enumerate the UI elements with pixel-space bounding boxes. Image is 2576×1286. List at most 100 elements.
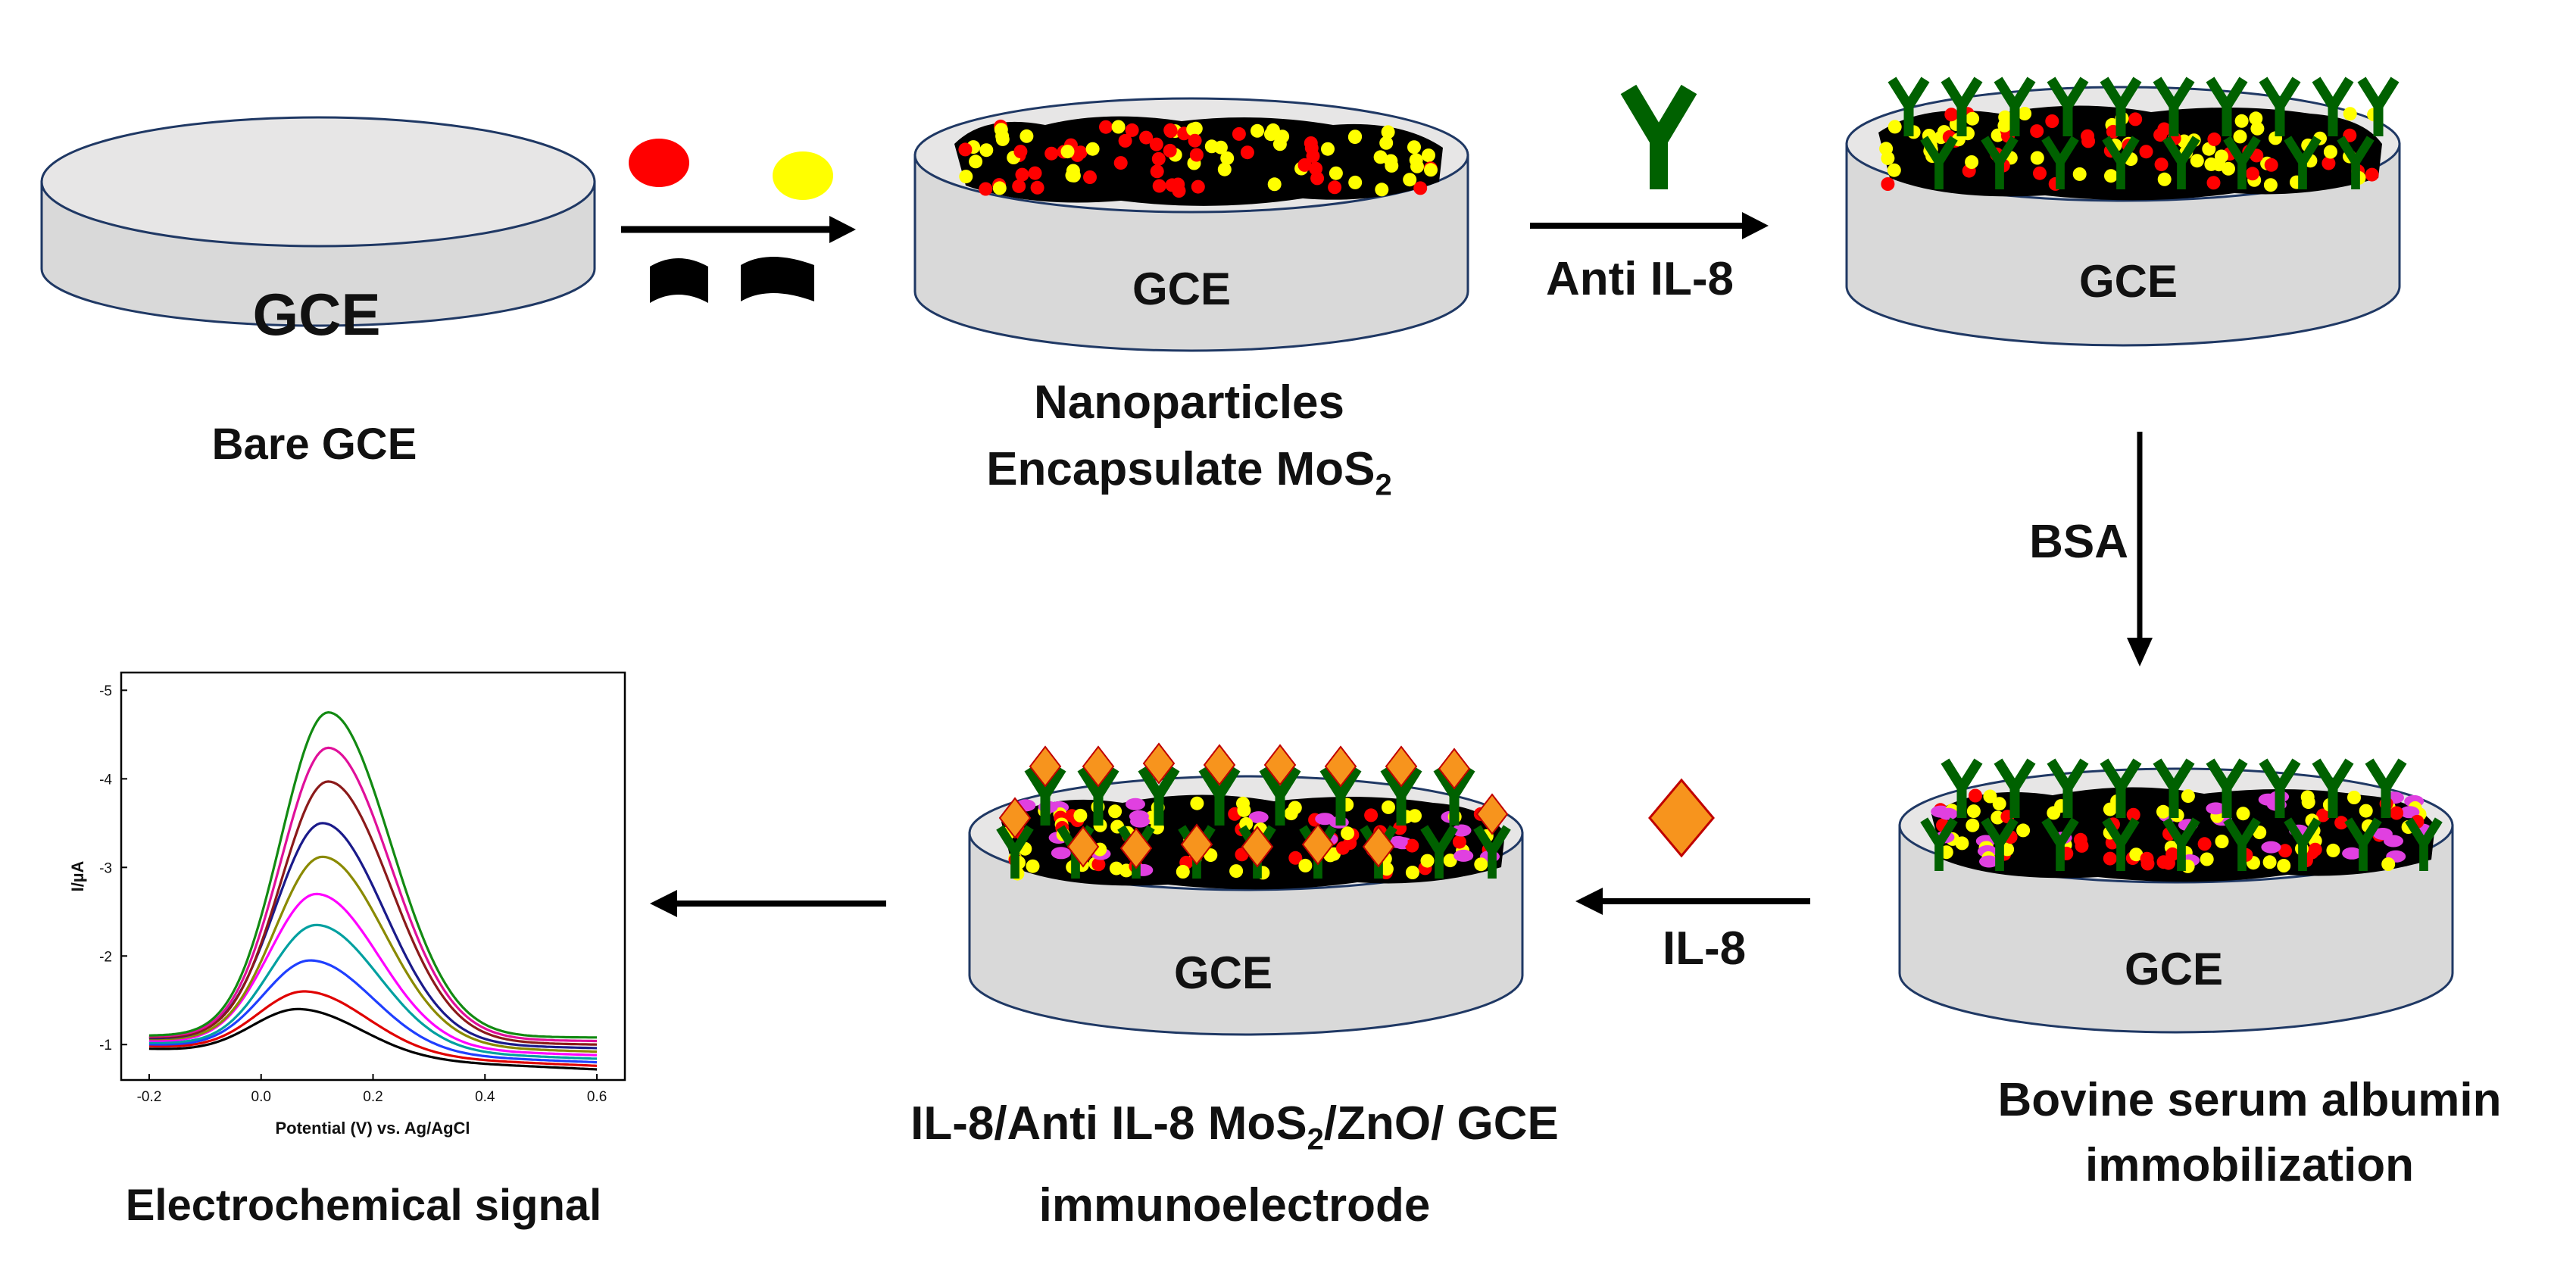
bsa-caption-line2: immobilization [2085, 1139, 2414, 1191]
il8-antigen [1029, 745, 1062, 788]
nanoparticle-dot [1992, 797, 2006, 811]
chart-ylabel: I/µA [68, 860, 87, 891]
nanoparticle-dot [1204, 139, 1219, 154]
nanoparticle-dot [1297, 158, 1312, 172]
nanoparticle-dot [979, 143, 994, 158]
nanoparticle-dot [1336, 841, 1350, 855]
bsa-particle [1979, 855, 1999, 868]
nanoparticle-dot [1321, 142, 1335, 156]
dpv-series-line [148, 990, 598, 1067]
bsa-particle [1248, 811, 1269, 824]
antibody-electrode-text: GCE [2079, 256, 2178, 307]
nanoparticle-dot [2154, 158, 2169, 172]
nanoparticle-dot [1420, 854, 1435, 868]
il8-antigen [1180, 823, 1213, 866]
nanoparticle-dot [2301, 795, 2315, 810]
nanoparticle-dot [2033, 166, 2047, 180]
nanoparticle-dot [2323, 145, 2337, 159]
nano-caption: Nanoparticles Encapsulate MoS2 [879, 370, 1500, 518]
nanoparticle-dot [1264, 127, 1278, 142]
nanoparticle-dot [1407, 140, 1421, 155]
nanoparticle-dot [1125, 123, 1139, 137]
nanoparticle-dot [1966, 818, 1980, 832]
bsa-electrode: GCE [1898, 761, 2454, 1034]
bsa-particle [2372, 828, 2393, 840]
nanoparticle-dot [2072, 167, 2087, 181]
il8-antigen-icon [1648, 778, 1715, 858]
nanoparticle-dot [1015, 167, 1029, 182]
y-tick-label: -1 [99, 1038, 112, 1053]
nanoparticle-dot [1085, 142, 1100, 156]
arrow-il8 [1575, 778, 1810, 915]
mos2-sheet-icon [650, 258, 708, 303]
bsa-particle [1453, 849, 1474, 862]
nanoparticle-dot [1267, 177, 1282, 192]
nanoparticle-dot [2156, 855, 2171, 869]
nanoparticle-dot [1189, 148, 1204, 162]
nanoparticle-dot [1191, 179, 1205, 194]
nanoparticle-dot [2200, 852, 2214, 866]
nanoparticle-dot [2262, 855, 2277, 869]
nanoparticle-dot [2016, 823, 2031, 838]
nanoparticle-dot [2334, 816, 2349, 830]
nanoparticle-dot [1013, 145, 1028, 159]
nanoparticle-dot [1379, 862, 1394, 876]
nanoparticle-dot [1375, 183, 1389, 197]
nanoparticle-dot [1408, 809, 1422, 823]
nanoparticle-dot [1186, 122, 1201, 136]
nanoparticle-dot [1044, 146, 1059, 161]
il8-antigen [1362, 826, 1395, 868]
nanoparticle-dot [2129, 847, 2144, 862]
nanoparticle-dot [2128, 112, 2143, 126]
mos2-sheet-icon-2 [741, 257, 814, 301]
nanoparticle-dot [2222, 161, 2235, 176]
nanoparticle-dot [2153, 128, 2168, 142]
nanoparticle-dot [1405, 866, 1419, 879]
nanoparticle-dot [1111, 120, 1126, 134]
dpv-series-line [148, 855, 598, 1053]
nanoparticle-dot [1019, 129, 1034, 143]
nanoparticle-dot [1030, 180, 1044, 195]
antibody-arrow-label: Anti IL-8 [1546, 253, 1734, 305]
nanoparticle-dot [1012, 179, 1026, 193]
nanoparticle-dot [1887, 163, 1901, 177]
nanoparticle-dot [2190, 154, 2204, 168]
x-tick-label: -0.2 [137, 1089, 162, 1105]
nanoparticle-dot [1163, 143, 1177, 158]
nanoparticle-dot [2308, 842, 2322, 857]
nanoparticle-dot [1060, 145, 1075, 159]
signal-caption: Electrochemical signal [125, 1181, 602, 1230]
y-tick-label: -2 [99, 949, 112, 965]
nanoparticle-dot [1083, 170, 1097, 184]
nanoparticle-dot [1091, 857, 1106, 872]
nanoparticle-dot [2249, 111, 2263, 126]
nanoparticle-dot [2390, 806, 2404, 820]
arrow-signal [650, 890, 886, 917]
nanoparticle-dot [1328, 180, 1342, 195]
nanoparticle-dot [1881, 177, 1895, 191]
nanoparticle-dot [1965, 155, 1979, 169]
bsa-particle [1315, 813, 1335, 826]
nanoparticle-dot [1188, 133, 1202, 148]
nanoparticle-dot [1237, 803, 1251, 817]
nanoparticle-dot [1405, 838, 1419, 853]
nanoparticle-dot [2157, 172, 2172, 186]
nanoparticle-dot [2018, 107, 2032, 120]
nanoparticle-dot [2277, 859, 2291, 872]
dpv-series-line [148, 959, 598, 1064]
arrow-antibody [1530, 84, 1769, 239]
nanoparticle-dot [1151, 151, 1166, 166]
nanoparticle-dot [1966, 804, 1981, 819]
nanoparticle-dot [1073, 808, 1088, 822]
zno-red-particle [629, 139, 689, 187]
nanoparticle-dot [1382, 800, 1395, 814]
nanoparticle-dot [1232, 126, 1246, 141]
nanoparticle-dot [1364, 808, 1379, 822]
bsa-caption-line1: Bovine serum albumin [1997, 1074, 2502, 1126]
nanoparticle-dot [1348, 175, 1363, 189]
nanoparticle-dot [1276, 130, 1290, 144]
nanoparticle-dot [1955, 836, 1969, 851]
immuno-electrode: GCE [968, 742, 1524, 1036]
